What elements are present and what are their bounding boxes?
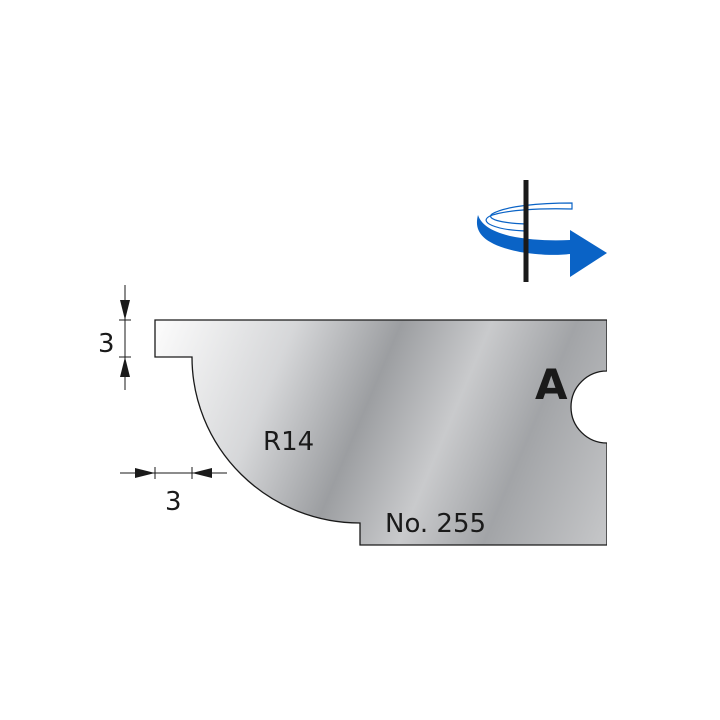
rotation-arrow-icon bbox=[476, 180, 607, 282]
horizontal-dimension-label: 3 bbox=[165, 487, 182, 517]
knife-profile bbox=[154, 319, 608, 546]
radius-label: R14 bbox=[263, 427, 314, 457]
vertical-dimension bbox=[119, 285, 131, 390]
side-label: A bbox=[535, 360, 568, 409]
vertical-dimension-label: 3 bbox=[98, 329, 115, 359]
horizontal-dimension bbox=[120, 467, 227, 479]
profile-number-label: No. 255 bbox=[385, 509, 486, 539]
